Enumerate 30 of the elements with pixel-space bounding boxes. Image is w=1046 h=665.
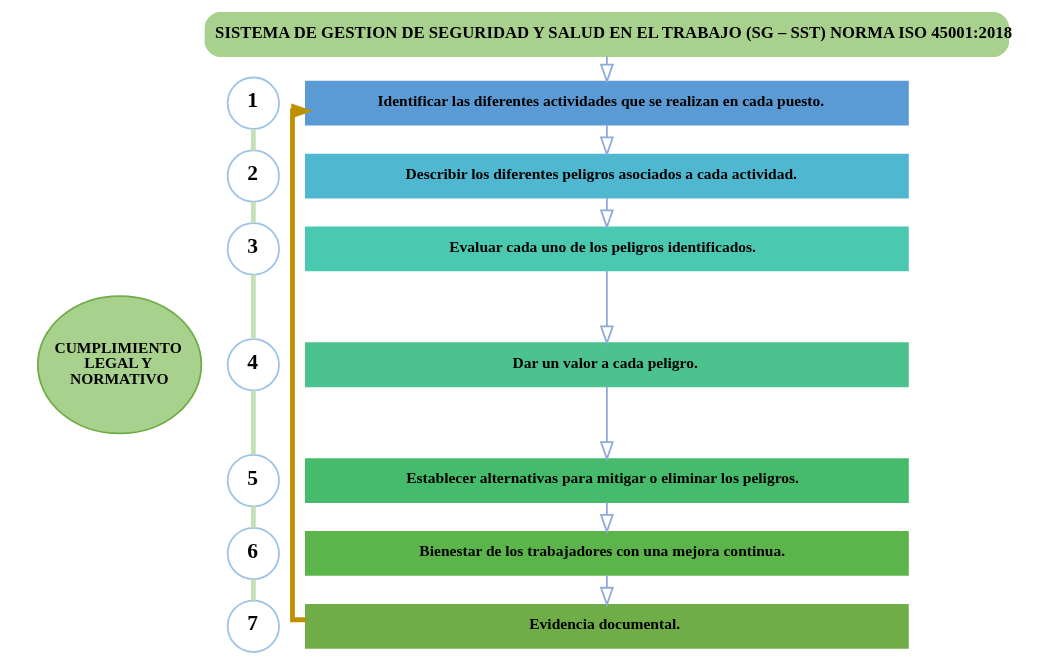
node-box: Describir los diferentes peligros asociados a cada actividad. xyxy=(305,153,909,199)
arrow xyxy=(290,103,313,623)
arrow xyxy=(599,197,614,230)
connector xyxy=(250,506,256,528)
node-box: Establecer alternativas para mitigar o eliminar los peligros. xyxy=(305,458,909,503)
node-box: Bienestar de los trabajadores con una mejora continua. xyxy=(305,531,909,576)
node-circle: 2 xyxy=(226,149,280,203)
connector xyxy=(250,129,256,151)
node-ellipse: CUMPLIMIENTO LEGAL Y NORMATIVO xyxy=(36,295,203,435)
node-circle: 4 xyxy=(226,338,280,392)
node-box: Dar un valor a cada peligro. xyxy=(305,342,909,388)
arrow xyxy=(599,574,614,608)
arrow xyxy=(599,269,614,346)
connector xyxy=(250,274,256,339)
node-circle: 7 xyxy=(226,599,280,653)
node-box: Evidencia documental. xyxy=(305,603,909,649)
node-circle: 6 xyxy=(226,526,280,581)
connector xyxy=(250,390,256,455)
arrow xyxy=(599,55,614,85)
connector xyxy=(250,579,256,601)
node-box: Evaluar cada uno de los peligros identificados. xyxy=(305,226,909,272)
node-box: Identificar las diferentes actividades que se realizan en cada puesto. xyxy=(305,80,909,126)
node-circle: 5 xyxy=(226,454,280,508)
arrow xyxy=(599,124,614,157)
node-circle: 1 xyxy=(226,76,280,130)
node-circle: 3 xyxy=(226,222,280,276)
node-box: SISTEMA DE GESTION DE SEGURIDAD Y SALUD EN EL TRABAJO (SG – SST) NORMA ISO 45001:2018 xyxy=(204,12,1010,57)
connector xyxy=(250,201,256,224)
arrow xyxy=(599,501,614,535)
arrow xyxy=(599,385,614,462)
